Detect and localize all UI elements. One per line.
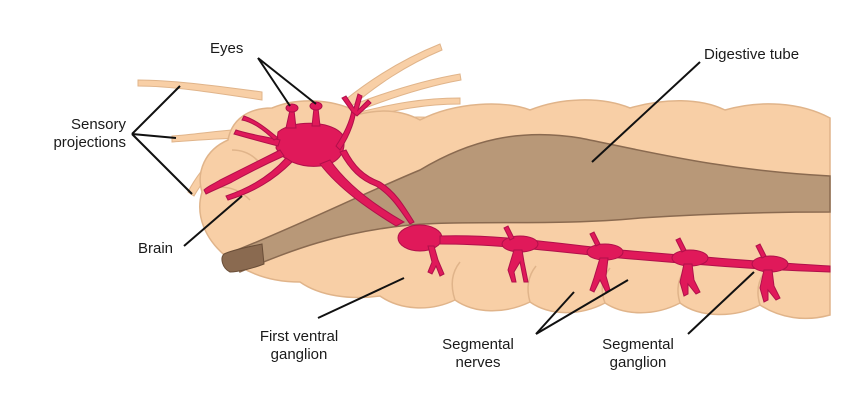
label-segmental-nerves-line1: Segmental [442,336,514,353]
sensory-projection-upper [137,79,263,101]
eye-left [285,103,299,113]
segmental-nerve-4 [759,269,781,303]
pointer-lines [131,57,755,335]
segmental-branch-up-4 [755,243,767,259]
eye-stalk-right [311,107,321,127]
digestive-tube [221,133,831,273]
pointer-segmental-ganglion [687,271,755,335]
mouth-opening [221,243,265,273]
brain-nerve-upper [233,129,281,147]
antenna-nerve-branches [341,93,372,117]
label-sensory-line1: Sensory [70,116,126,133]
digestive-tube-body [231,133,831,273]
dorsal-cirrus-2 [354,73,462,111]
label-segmental-ganglion: Segmental ganglion [590,336,686,372]
segmental-nerve-2 [589,257,611,293]
pointer-segmental-nerves-left [535,291,575,335]
nervous-system [203,93,831,303]
pointer-eyes-right [257,57,317,105]
pointer-brain [183,195,243,247]
label-segmental-nerves: Segmental nerves [430,336,526,372]
brain-nerve-lower [225,157,293,201]
label-brain: Brain [138,240,174,257]
label-segmental-nerves-line2: nerves [455,354,501,371]
segmental-branch-up-2 [589,231,601,247]
segmental-branch-up-3 [675,237,687,253]
segmental-nerve-3 [679,263,701,297]
label-sensory-line2: projections [53,134,126,151]
first-ganglion-nerve [427,245,445,277]
label-sensory-projections: Sensory projections [40,116,126,152]
brain-nerve-front [203,149,285,195]
first-ventral-ganglion [397,224,443,252]
label-eyes: Eyes [210,40,244,57]
pointer-first-ventral-ganglion [317,277,405,319]
segmental-nerve-1 [507,249,529,283]
label-digestive-tube: Digestive tube [704,46,800,63]
pointer-sensory-upper [131,85,181,135]
circumesophageal-connective [319,159,406,227]
label-first-ventral-ganglion: First ventral ganglion [240,328,358,364]
label-segmental-ganglion-line1: Segmental [602,336,674,353]
eye-right [309,101,323,111]
label-first-ventral-line2: ganglion [270,346,328,363]
brain-branch-top [241,115,279,141]
pointer-sensory-middle [131,133,177,139]
pointer-sensory-lower [131,133,193,195]
label-segmental-ganglion-line2: ganglion [609,354,667,371]
pointer-segmental-nerves-right [535,279,629,335]
pointer-eyes-left [257,57,291,107]
pointer-digestive-tube [591,61,701,163]
dorsal-cirrus-1 [344,43,443,107]
segmental-branch-up-1 [503,225,515,241]
label-first-ventral-line1: First ventral [259,328,339,345]
connective-secondary [339,149,415,225]
